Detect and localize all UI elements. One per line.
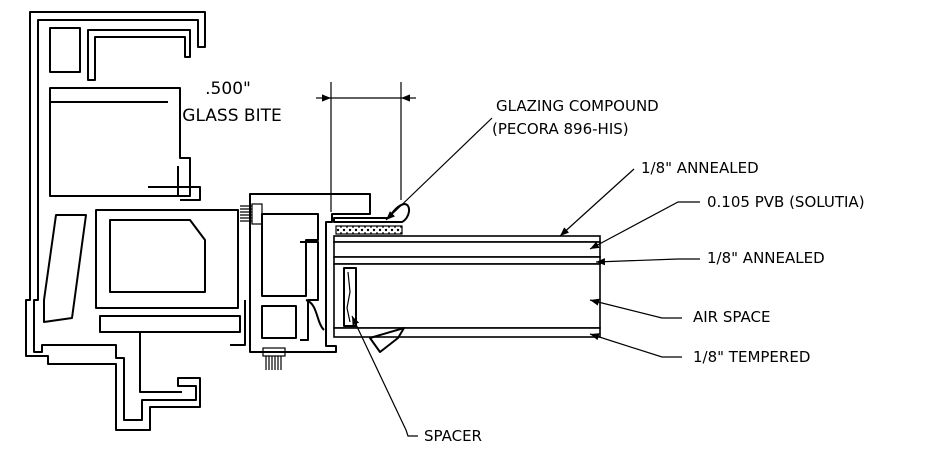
- glass-layers: [333, 235, 601, 338]
- sash-inner-web: [300, 241, 319, 341]
- glass-bite-dimension: [316, 82, 416, 212]
- label-annealed-inner: 1/8" ANNEALED: [707, 249, 825, 267]
- frame-web-left: [49, 27, 81, 73]
- glass-bite-value: .500": [205, 79, 251, 99]
- leader-annealed-outer: [559, 168, 635, 237]
- frame-chamber-lower: [95, 209, 239, 309]
- frame-top-lip: [148, 186, 201, 201]
- frame-divider: [50, 101, 179, 196]
- spacer: [343, 267, 357, 327]
- leader-pvb: [589, 201, 700, 250]
- label-tempered: 1/8" TEMPERED: [693, 348, 810, 366]
- label-glazing-compound: GLAZING COMPOUND: [496, 97, 659, 115]
- frame-diagonal-web: [43, 214, 87, 323]
- tempered-lite: [333, 327, 601, 338]
- pvb-interlayer: [333, 241, 601, 258]
- setting-wedge: [369, 327, 405, 353]
- label-air-space: AIR SPACE: [693, 308, 770, 326]
- frame-chamber-inner: [109, 219, 206, 293]
- leader-spacer: [351, 315, 418, 437]
- sash-extrusion: [249, 193, 371, 353]
- frame-leg: [126, 300, 246, 393]
- frame-outline: [25, 11, 206, 431]
- leader-air-space: [589, 298, 682, 319]
- label-pecora: (PECORA 896-HIS): [492, 120, 629, 138]
- sash-chamber-2: [261, 305, 297, 339]
- glass-bite-label: GLASS BITE: [182, 106, 281, 126]
- label-pvb: 0.105 PVB (SOLUTIA): [707, 193, 865, 211]
- frame-tab: [99, 315, 241, 333]
- sash-clip: [305, 299, 325, 331]
- air-space: [333, 263, 601, 329]
- leader-lines: [351, 117, 700, 437]
- frame-extrusion: [25, 11, 246, 431]
- sash-chamber-1: [261, 213, 319, 297]
- leader-tempered: [589, 333, 682, 358]
- leader-annealed-inner: [595, 258, 700, 266]
- annealed-inner-lite: [333, 256, 601, 265]
- leader-glazing-compound: [385, 117, 493, 221]
- label-spacer: SPACER: [424, 427, 482, 445]
- frame-chamber-upper: [49, 87, 191, 197]
- annealed-outer-lite: [333, 235, 601, 243]
- sash-outline: [249, 193, 371, 353]
- label-annealed-outer: 1/8" ANNEALED: [641, 159, 759, 177]
- frame-inner-upper: [87, 29, 191, 81]
